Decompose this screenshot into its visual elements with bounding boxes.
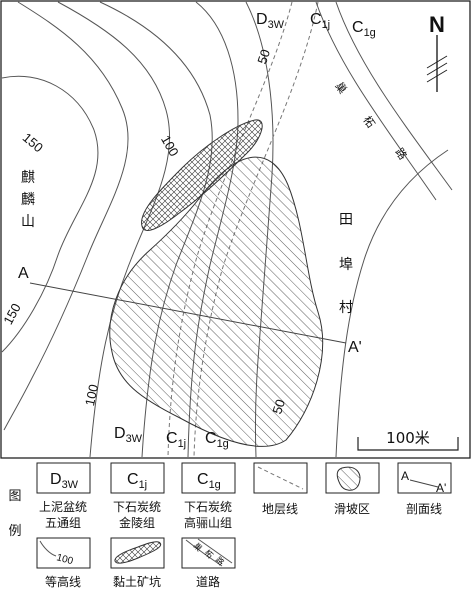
legend-contour-value: 100: [55, 552, 74, 567]
north-arrow: [426, 35, 448, 92]
village-name-char: 田: [339, 212, 353, 228]
legend-road-edge: [197, 538, 233, 564]
stratum-label-c1g: C1g: [352, 19, 376, 39]
road-name-char: 柘: [360, 113, 378, 130]
legend-title-char: 图: [8, 489, 21, 504]
legend-symbol-d3w: D3W: [50, 471, 79, 491]
legend-swatch-d3w: [36, 462, 91, 494]
village-name-char: 埠: [339, 256, 353, 273]
section-line: [29, 282, 347, 344]
legend-text-stratum-line: 地层线: [262, 502, 298, 516]
stratum-label-d3w: D3W: [256, 11, 285, 31]
legend-text-contour: 等高线: [45, 574, 81, 589]
contour-label: 150: [20, 130, 46, 155]
stratum-label-c1j: C1j: [166, 430, 186, 450]
legend-section-start: A: [401, 469, 409, 483]
landslide-zone: [109, 156, 324, 447]
hill-name-char: 麟: [21, 192, 35, 208]
stratum-label-c1j: C1j: [310, 11, 330, 31]
legend-text-c1g: 高骊山组: [184, 515, 232, 530]
legend-road-edge: [185, 539, 223, 567]
legend-symbol-c1j: C1j: [127, 471, 147, 491]
legend-contour-sample: [39, 540, 57, 557]
legend-landslide-sample: [336, 466, 361, 491]
legend-text-landslide: 滑坡区: [334, 502, 370, 516]
section-end-label: A': [348, 339, 362, 356]
legend-title-char: 例: [8, 524, 21, 539]
legend-stratum-line-sample: [257, 466, 304, 490]
road-name-char: 路: [392, 146, 409, 162]
legend-text-d3w: 五通组: [45, 516, 81, 530]
contour-label: 100: [158, 133, 182, 159]
contour-label: 50: [254, 47, 273, 65]
contour-label: 150: [0, 301, 23, 327]
scale-label: 100米: [386, 429, 430, 447]
legend-clay-pit-sample: [114, 541, 162, 564]
map-frame: [0, 0, 471, 459]
hill-name-char: 麒: [21, 170, 35, 186]
legend-text-c1j: 金陵组: [119, 515, 155, 530]
legend-swatch-c1j: [110, 462, 165, 494]
contour-line: [3, 1, 129, 431]
scale-bar: [357, 437, 459, 451]
legend: 图 例 D3W 上泥盆统 五通组 C1j 下石炭统 金陵组 C1g 下石炭统 高…: [8, 462, 452, 589]
legend-section-line-sample: [409, 479, 439, 488]
contour-line: [1, 75, 99, 353]
legend-text-c1j: 下石炭统: [113, 500, 161, 514]
legend-symbol-c1g: C1g: [197, 471, 221, 491]
contour-line: [335, 149, 449, 458]
legend-text-c1g: 下石炭统: [184, 500, 232, 514]
stratum-label-c1g: C1g: [205, 430, 229, 450]
road: [315, 1, 453, 201]
legend-text-clay-pit: 黏土矿坑: [113, 574, 161, 589]
contour-label: 100: [82, 383, 101, 407]
village-name-char: 村: [339, 300, 353, 316]
legend-section-end: A': [436, 481, 446, 495]
legend-swatch-road: [181, 537, 236, 569]
hill-name-char: 山: [21, 214, 35, 230]
north-label: N: [429, 12, 445, 37]
road-edge: [315, 1, 437, 201]
section-start-label: A: [18, 265, 29, 282]
contour-label: 50: [269, 397, 288, 415]
legend-swatch-c1g: [181, 462, 236, 494]
legend-text-d3w: 上泥盆统: [39, 500, 87, 514]
legend-text-section-line: 剖面线: [406, 502, 442, 516]
road-name-char: 巢: [332, 80, 349, 96]
road-edge: [335, 1, 453, 191]
legend-swatch-stratum-line: [253, 462, 308, 494]
stratum-label-d3w: D3W: [114, 425, 143, 445]
legend-swatch-contour: [36, 537, 91, 569]
clay-pit: [141, 119, 263, 231]
legend-swatch-section-line: [397, 462, 452, 494]
legend-text-road: 道路: [196, 574, 220, 589]
